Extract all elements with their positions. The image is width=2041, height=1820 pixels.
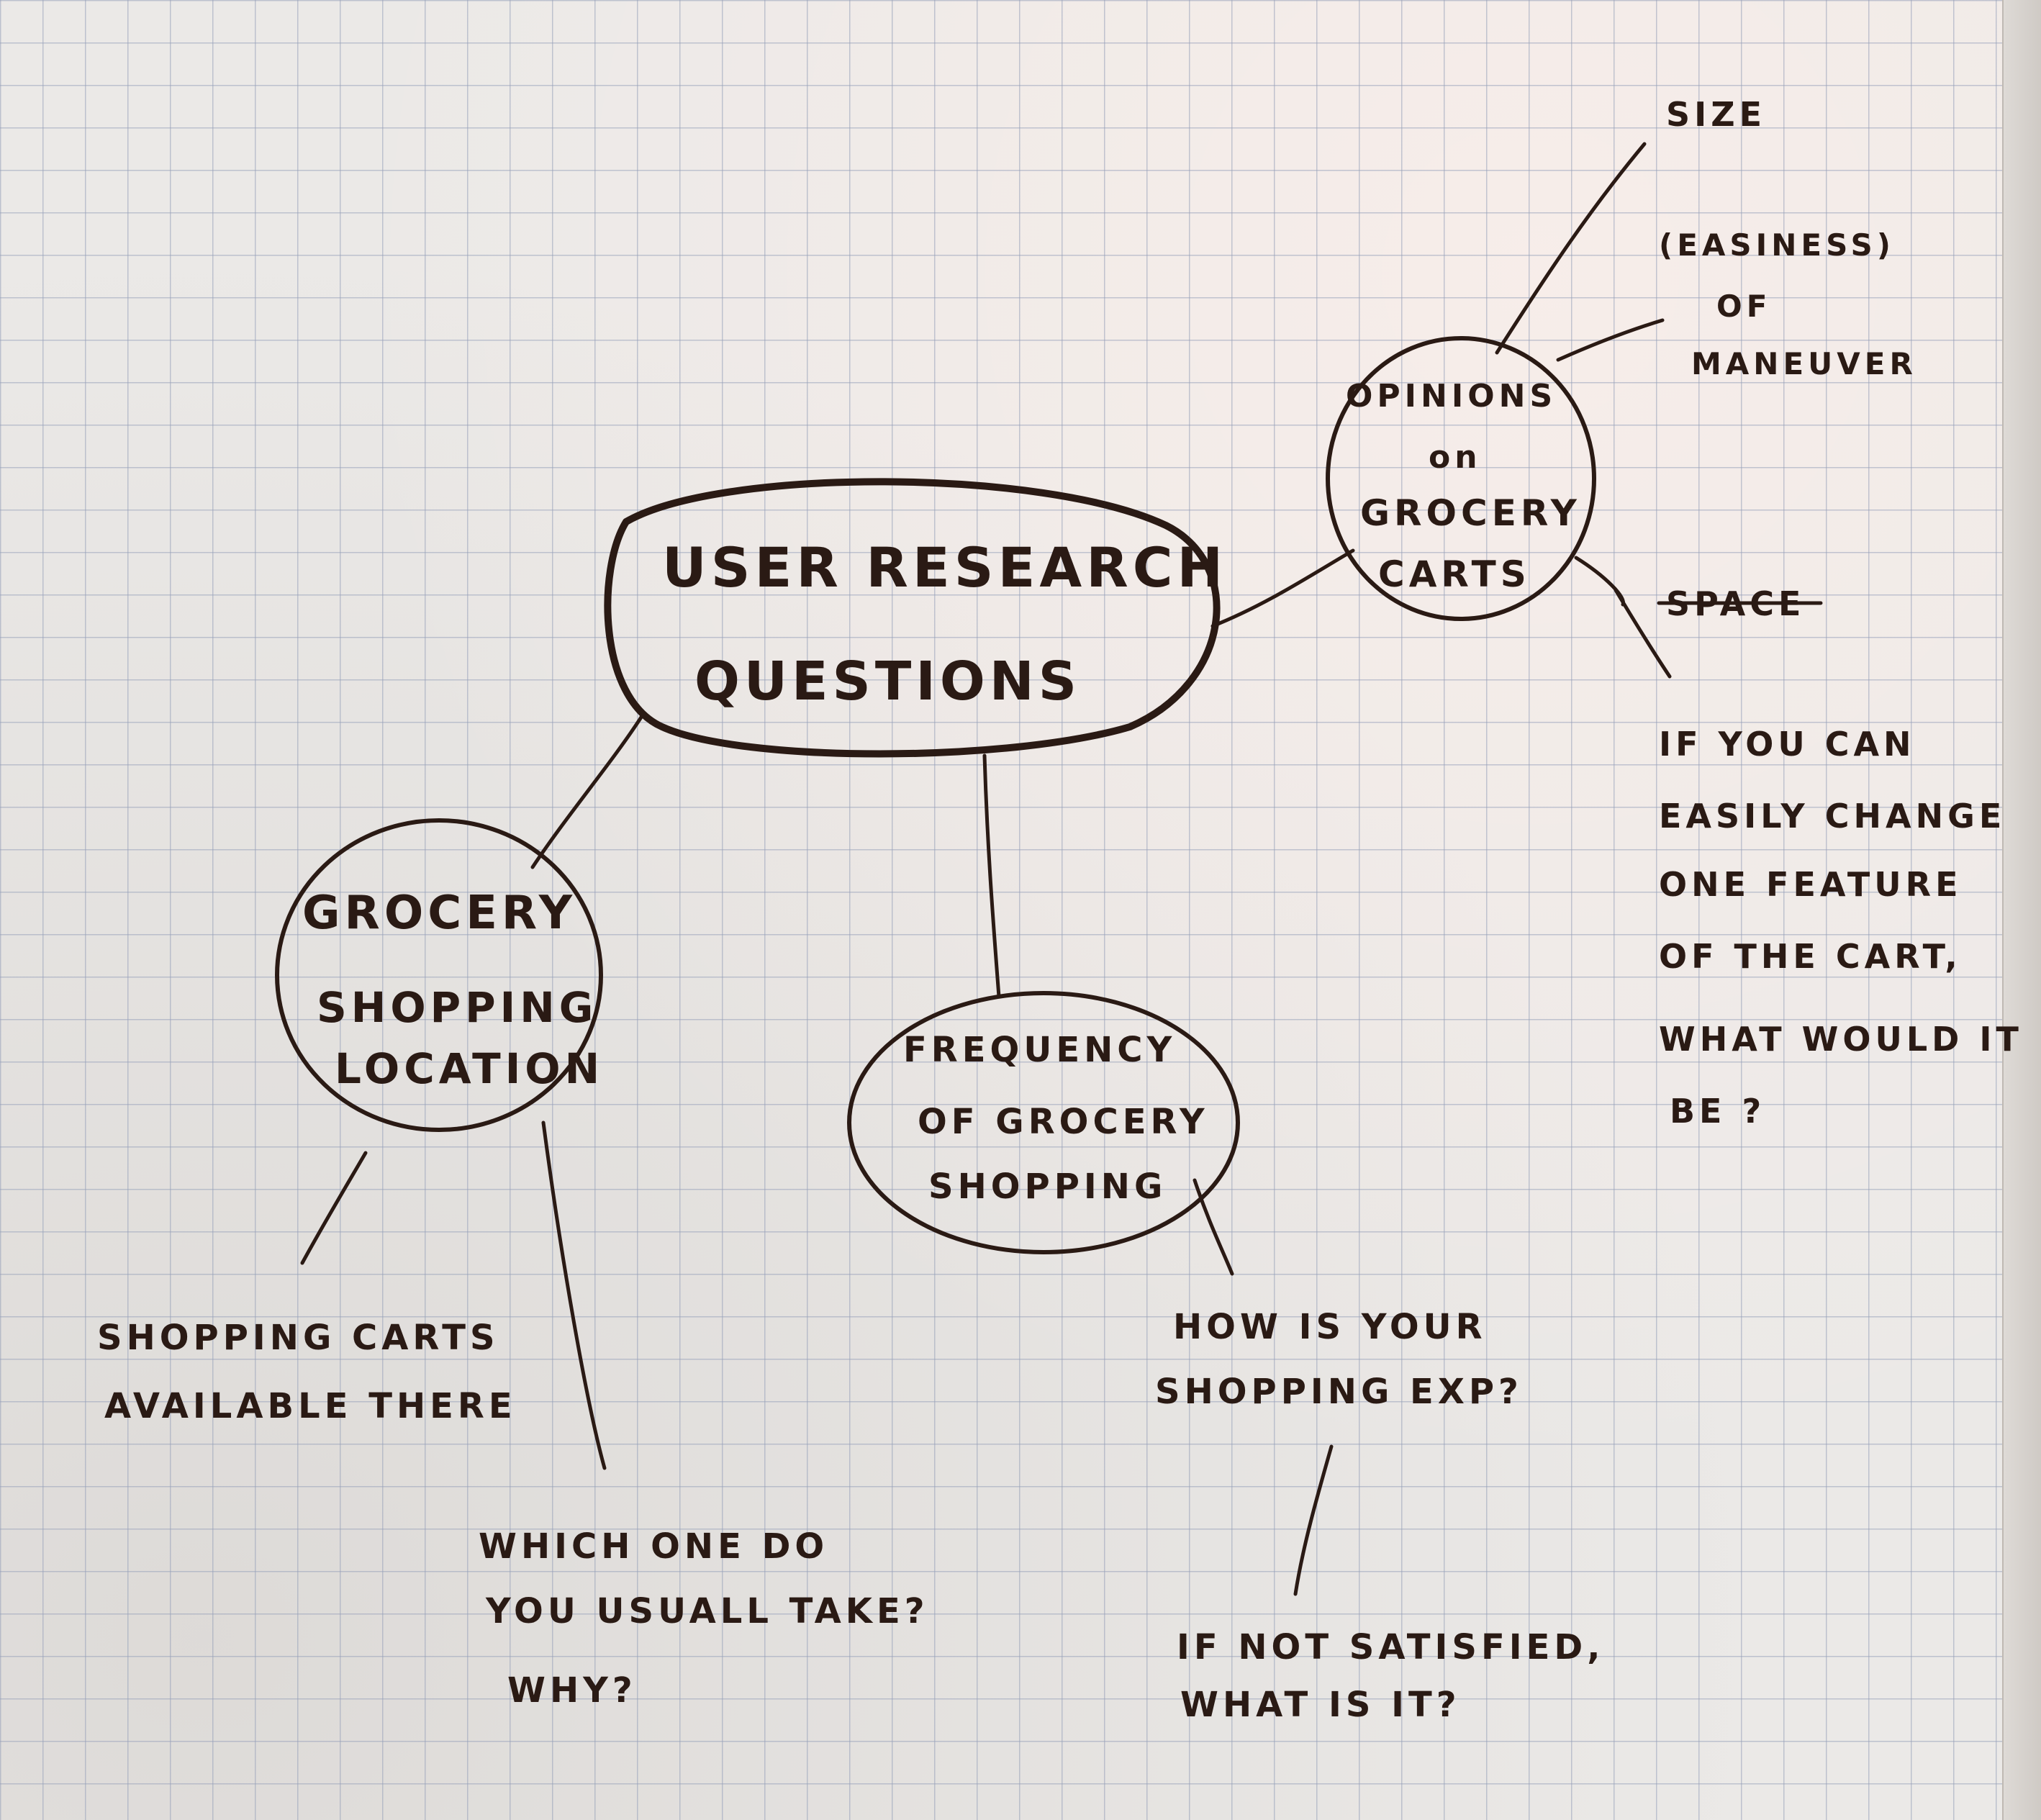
connector-opinions-space bbox=[1574, 556, 1625, 607]
note-satisfied-line2: WHAT IS IT? bbox=[1180, 1685, 1461, 1725]
note-how-line1: HOW IS YOUR bbox=[1173, 1307, 1487, 1347]
center-bubble bbox=[604, 478, 1221, 758]
opinions-line4: CARTS bbox=[1378, 553, 1531, 595]
connector-opinions-size bbox=[1495, 142, 1647, 355]
note-carts-line2: AVAILABLE THERE bbox=[104, 1386, 517, 1426]
note-change-line5: WHAT WOULD IT bbox=[1659, 1020, 2023, 1059]
opinions-line3: GROCERY bbox=[1360, 492, 1581, 534]
note-change-line2: EASILY CHANGE bbox=[1659, 797, 2006, 836]
note-change-line4: OF THE CART, bbox=[1659, 937, 1962, 976]
connector-center-opinions bbox=[1210, 548, 1355, 628]
connector-how-satisfied bbox=[1293, 1444, 1334, 1596]
note-size: SIZE bbox=[1666, 95, 1766, 134]
note-satisfied-line1: IF NOT SATISFIED, bbox=[1177, 1627, 1604, 1667]
center-title-line2: QUESTIONS bbox=[694, 651, 1081, 712]
connector-center-location bbox=[530, 714, 644, 869]
note-which-line2: YOU USUALL TAKE? bbox=[485, 1591, 929, 1631]
location-line2: SHOPPING bbox=[317, 983, 597, 1032]
note-how-line2: SHOPPING EXP? bbox=[1155, 1372, 1523, 1412]
notebook-page-edge bbox=[2002, 0, 2041, 1820]
note-easiness-line2: OF bbox=[1716, 289, 1771, 324]
note-change-line3: ONE FEATURE bbox=[1659, 865, 1963, 904]
opinions-line1: OPINIONS bbox=[1346, 378, 1557, 415]
frequency-line1: FREQUENCY bbox=[903, 1030, 1176, 1070]
frequency-bubble bbox=[847, 991, 1240, 1254]
connector-location-which bbox=[541, 1120, 607, 1470]
note-easiness-line1: (EASINESS) bbox=[1659, 227, 1895, 263]
connector-opinions-change bbox=[1614, 588, 1672, 679]
connector-opinions-maneuver bbox=[1556, 318, 1665, 362]
note-which-line1: WHICH ONE DO bbox=[479, 1526, 828, 1567]
opinions-line2: on bbox=[1429, 439, 1482, 476]
note-easiness-line3: MANEUVER bbox=[1691, 346, 1917, 381]
location-line3: LOCATION bbox=[335, 1044, 604, 1093]
connector-location-carts bbox=[300, 1151, 368, 1265]
connector-center-frequency bbox=[982, 753, 1001, 999]
frequency-line2: OF GROCERY bbox=[918, 1102, 1209, 1142]
location-line1: GROCERY bbox=[302, 887, 576, 940]
frequency-line3: SHOPPING bbox=[928, 1167, 1167, 1207]
opinions-bubble bbox=[1326, 336, 1596, 621]
note-carts-line1: SHOPPING CARTS bbox=[97, 1318, 499, 1358]
connector-frequency-how bbox=[1193, 1178, 1234, 1276]
location-bubble bbox=[275, 818, 603, 1132]
note-change-line1: IF YOU CAN bbox=[1659, 725, 1916, 764]
note-which-line3: WHY? bbox=[507, 1670, 637, 1711]
center-title-line1: USER RESEARCH bbox=[662, 535, 1227, 599]
note-change-line6: BE ? bbox=[1670, 1092, 1765, 1131]
